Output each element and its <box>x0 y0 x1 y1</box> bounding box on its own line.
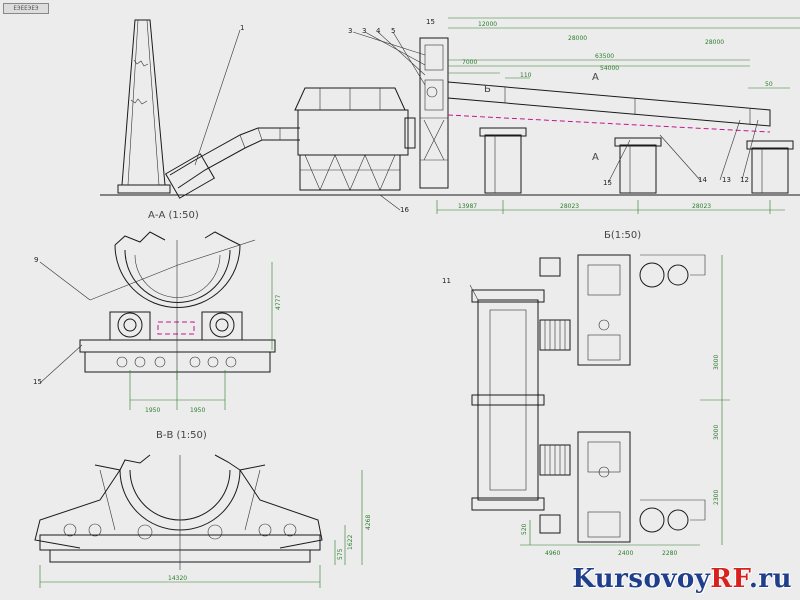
callout-11: 11 <box>442 277 451 285</box>
dim-1950-b: 1950 <box>190 407 205 414</box>
callout-12: 12 <box>740 176 749 184</box>
dim-1950-a: 1950 <box>145 407 160 414</box>
dim-14320: 14320 <box>168 575 187 582</box>
callout-3a: 3 <box>348 27 352 35</box>
callout-16: 16 <box>400 206 409 214</box>
section-mark-a1: A <box>592 72 599 83</box>
watermark-part-2: RF <box>710 564 749 594</box>
section-mark-a2: A <box>592 152 599 163</box>
dim-28000-b: 28000 <box>705 39 724 46</box>
dim-110: 110 <box>520 72 532 79</box>
dim-520: 520 <box>521 523 528 535</box>
view-b-title: Б(1:50) <box>604 230 641 241</box>
dim-28000-a: 28000 <box>568 35 587 42</box>
view-b-drive <box>469 254 730 546</box>
dim-3000-b: 3000 <box>713 425 720 440</box>
dim-54000: 54000 <box>600 65 619 72</box>
dim-2300: 2300 <box>713 490 720 505</box>
dim-28023-b: 28023 <box>692 203 711 210</box>
dim-4960: 4960 <box>545 550 560 557</box>
dim-1622: 1622 <box>347 535 354 550</box>
general-view: 12000 28000 28000 7000 63500 54000 110 5… <box>100 17 800 214</box>
callout-5: 5 <box>391 27 395 35</box>
dim-63500: 63500 <box>595 53 614 60</box>
watermark-logo: KursovoyRF.ru <box>572 564 792 594</box>
dim-575: 575 <box>337 548 344 560</box>
section-aa <box>39 231 276 410</box>
leader-lines <box>194 29 759 211</box>
callout-15-mid: 15 <box>603 179 612 187</box>
dim-3000-a: 3000 <box>713 355 720 370</box>
callout-14: 14 <box>698 176 707 184</box>
dim-2400: 2400 <box>618 550 633 557</box>
callout-3b: 3 <box>362 27 366 35</box>
kiln-supports <box>479 127 794 194</box>
callout-1: 1 <box>240 24 244 32</box>
view-mark-b: Б <box>484 84 491 95</box>
chimney-stack <box>117 19 171 194</box>
dim-7000: 7000 <box>462 59 477 66</box>
callout-4: 4 <box>376 27 381 35</box>
watermark-part-1: Kursovoy <box>572 564 711 594</box>
dim-4268: 4268 <box>365 515 372 530</box>
section-bb <box>34 454 363 588</box>
flue-duct <box>164 127 300 199</box>
callout-15-aa: 15 <box>33 378 42 386</box>
title-stamp: ЕЭЕЕЭЕЭ <box>3 3 49 14</box>
callout-15-top: 15 <box>426 18 435 26</box>
dust-chamber <box>294 87 416 191</box>
dim-12000: 12000 <box>478 21 497 28</box>
callout-9: 9 <box>34 256 38 264</box>
general-dimensions <box>436 17 800 214</box>
section-bb-title: В-В (1:50) <box>156 430 207 441</box>
kiln-shell <box>447 81 771 133</box>
callout-13: 13 <box>722 176 731 184</box>
dim-13987: 13987 <box>458 203 477 210</box>
dim-4777: 4777 <box>275 295 282 310</box>
dim-50: 50 <box>765 81 773 88</box>
feed-tower <box>419 37 449 189</box>
dim-28023-a: 28023 <box>560 203 579 210</box>
dim-2280: 2280 <box>662 550 677 557</box>
section-aa-title: А-А (1:50) <box>148 210 199 221</box>
watermark-part-3: .ru <box>748 564 792 594</box>
